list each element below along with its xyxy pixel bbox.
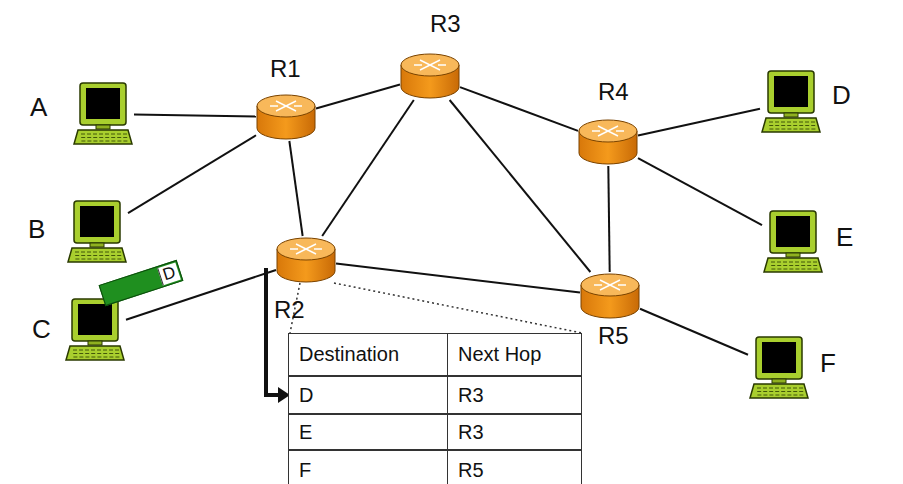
router: R4 (578, 118, 638, 166)
network-link (460, 87, 578, 131)
computer-icon (748, 336, 810, 400)
host-name: A (30, 94, 47, 120)
router: R1 (256, 93, 316, 141)
host-name: C (32, 316, 51, 342)
computer-icon (72, 82, 134, 146)
router: R5 (580, 272, 640, 320)
dotted-leader (334, 283, 582, 333)
network-link (640, 309, 748, 355)
computer-icon (762, 210, 824, 274)
router-icon (276, 236, 336, 284)
router-icon (256, 93, 316, 141)
table-cell: R3 (447, 376, 582, 414)
network-link (322, 100, 414, 236)
network-link (134, 115, 256, 117)
table-cell: D (288, 376, 448, 414)
router-name: R3 (430, 12, 461, 36)
network-link (128, 135, 256, 213)
host-computer: C (64, 298, 126, 362)
table-cell: R3 (447, 414, 582, 450)
host-computer: D (760, 70, 822, 134)
router-name: R4 (598, 80, 629, 104)
host-name: F (820, 350, 836, 376)
computer-icon (760, 70, 822, 134)
packet: D (99, 260, 184, 306)
host-name: E (836, 224, 853, 250)
table-header: Destination (288, 333, 448, 376)
network-link (316, 85, 400, 109)
network-link (638, 158, 762, 225)
table-cell: F (288, 450, 448, 484)
router: R2 (276, 236, 336, 284)
computer-icon (66, 200, 128, 264)
table-cell: R5 (447, 450, 582, 484)
host-name: D (832, 82, 851, 108)
router-name: R5 (598, 324, 629, 348)
network-link (450, 100, 591, 272)
table-header: Next Hop (447, 333, 582, 376)
lookup-arrow (266, 268, 280, 395)
router-name: R2 (274, 298, 305, 322)
router-icon (578, 118, 638, 166)
table-cell: E (288, 414, 448, 450)
network-link (289, 141, 302, 236)
router-name: R1 (270, 57, 301, 81)
network-link (638, 109, 760, 136)
computer-icon (64, 298, 126, 362)
host-name: B (28, 216, 45, 242)
router-icon (400, 52, 460, 100)
router-icon (580, 272, 640, 320)
packet-destination: D (157, 262, 181, 285)
host-computer: A (72, 82, 134, 146)
router: R3 (400, 52, 460, 100)
host-computer: B (66, 200, 128, 264)
network-link (608, 166, 609, 272)
network-link (336, 264, 580, 293)
host-computer: E (762, 210, 824, 274)
host-computer: F (748, 336, 810, 400)
